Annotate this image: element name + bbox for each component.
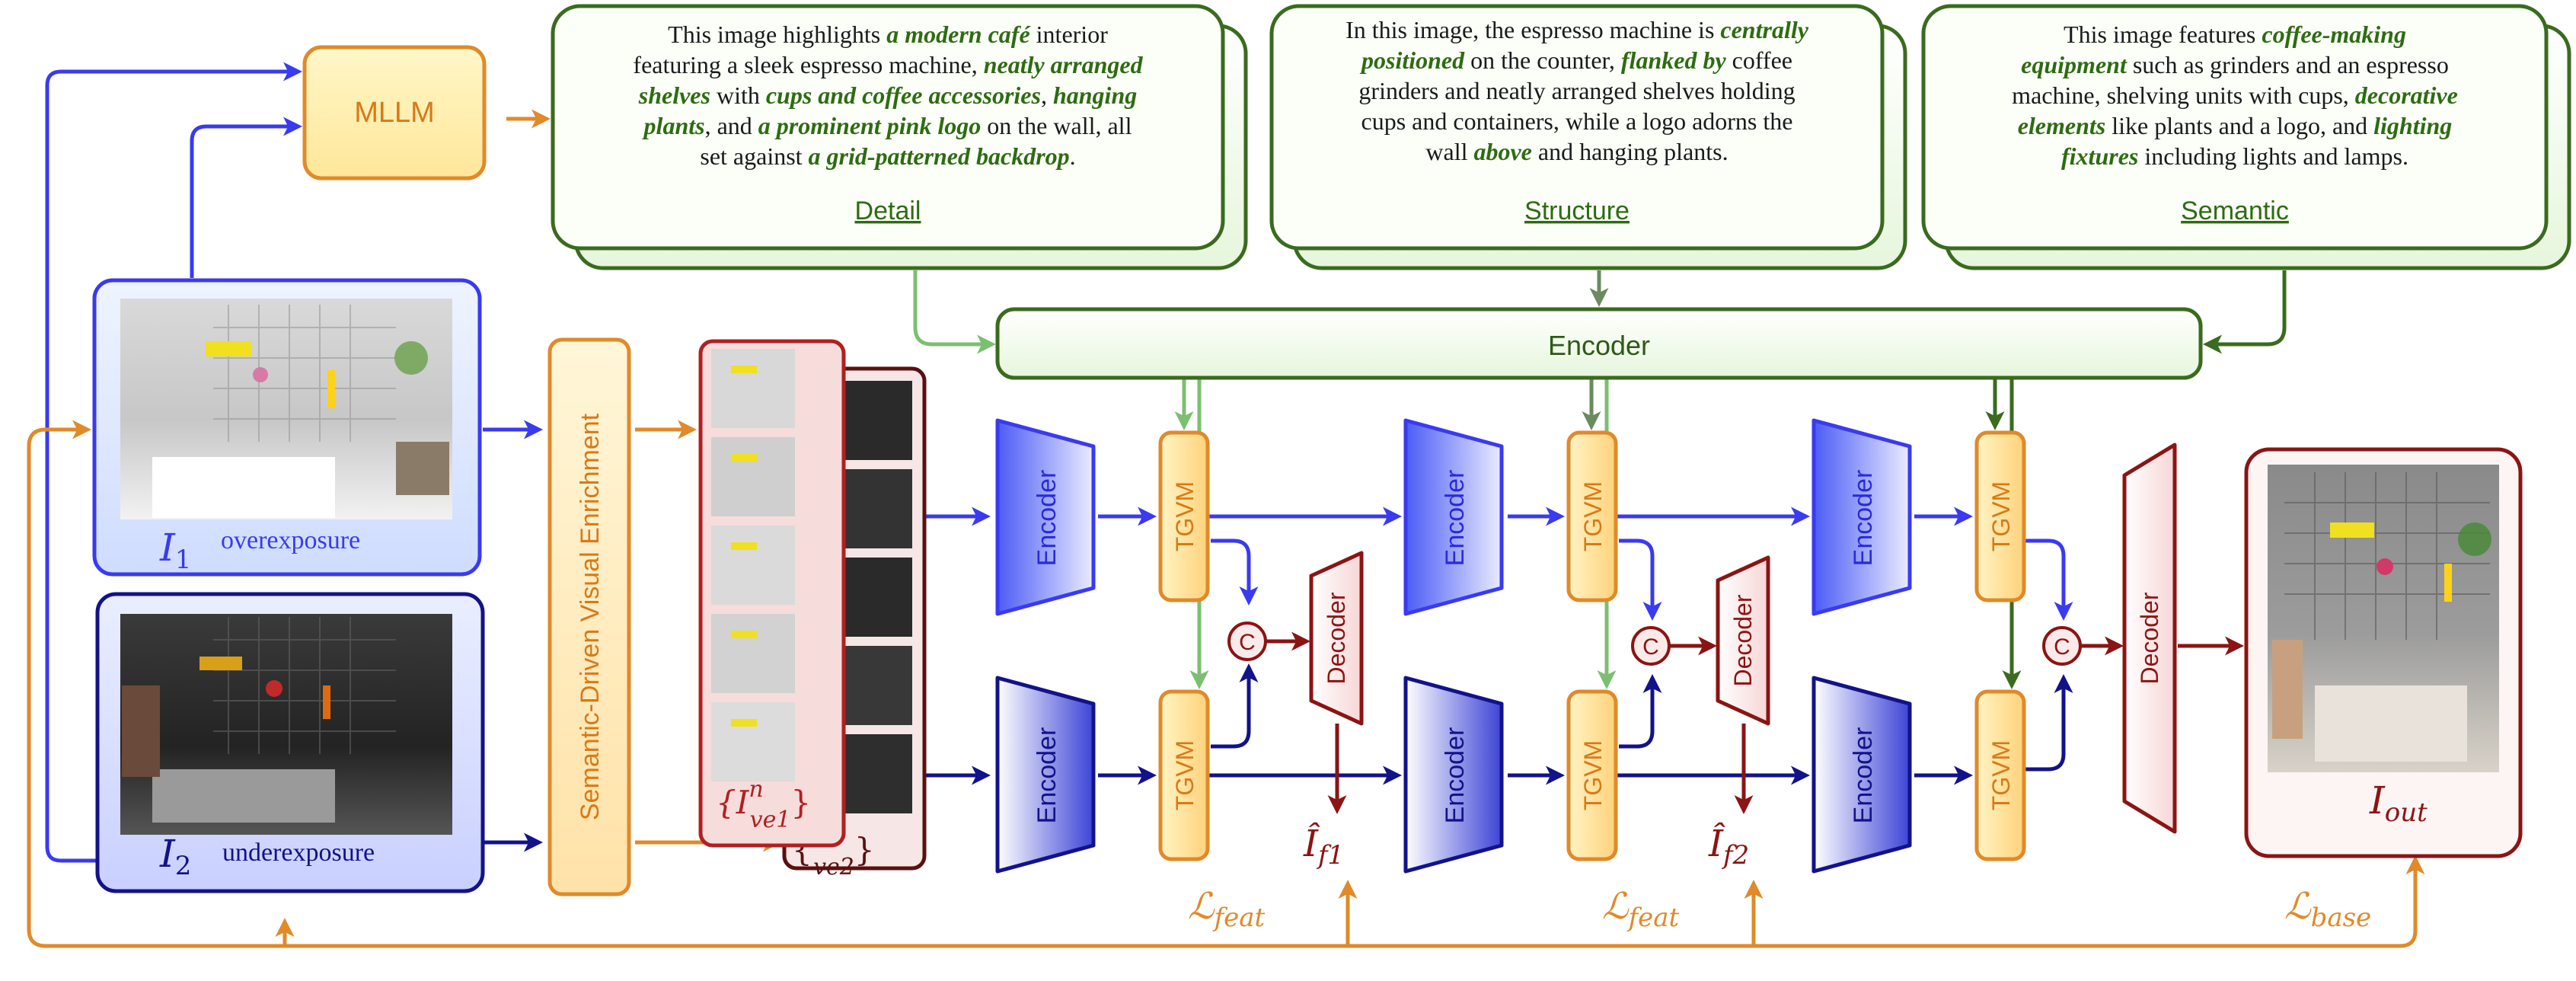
arrow-tgvm6-to-concat3 xyxy=(2025,674,2073,772)
encoder-bottom-3: Encoder xyxy=(1811,676,1912,874)
encoder-bottom-label: Encoder xyxy=(1849,727,1878,824)
input1-symbol: I1 xyxy=(159,526,191,575)
output-f1-label: Îf1 xyxy=(1303,822,1344,871)
tgvm-label: TGVM xyxy=(1579,740,1607,810)
tgvm-top-2: TGVM xyxy=(1566,430,1618,602)
encoder-top-label: Encoder xyxy=(1441,470,1470,567)
image-encoders: EncoderEncoderEncoderEncoderEncoderEncod… xyxy=(995,418,1912,874)
input1-caption: overexposure xyxy=(221,526,360,554)
connectors xyxy=(27,62,2425,948)
mllm-block: MLLM xyxy=(302,45,487,181)
decoder-2: Decoder xyxy=(1716,555,1770,726)
encoder-top-label: Encoder xyxy=(1033,470,1061,567)
tgvm-label: TGVM xyxy=(1171,481,1199,551)
output-image-block: Iout xyxy=(2244,447,2523,858)
encoder-top-label: Encoder xyxy=(1849,470,1878,567)
structure-text: In this image, the espresso machine is c… xyxy=(1345,16,1809,165)
loss-loop-line xyxy=(27,427,2425,948)
decoder-1: Decoder xyxy=(1309,551,1364,726)
tgvm-bottom-1: TGVM xyxy=(1158,689,1210,861)
input2-symbol: I2 xyxy=(159,832,191,881)
concat-1: C xyxy=(1227,622,1267,661)
arrow-tgvm3-to-concat2 xyxy=(1619,538,1662,621)
tgvm-label: TGVM xyxy=(1987,481,2015,551)
arrow-tgvm5-to-concat3 xyxy=(2025,538,2073,621)
decoders: Decoder Decoder Decoder xyxy=(1309,443,2177,834)
tgvm-top-1: TGVM xyxy=(1158,430,1210,602)
detail-text: This image highlights a modern café inte… xyxy=(633,21,1143,170)
concat-label: C xyxy=(2054,634,2070,660)
description-structure: In this image, the espresso machine is c… xyxy=(1269,4,1907,270)
encoder-bottom-label: Encoder xyxy=(1033,727,1061,824)
semantic-heading: Semantic xyxy=(2181,197,2289,225)
tgvm-label: TGVM xyxy=(1987,740,2015,810)
concat-3: C xyxy=(2042,626,2082,666)
input-underexposure-block: I2 underexposure xyxy=(95,592,485,893)
stack1-thumbnails xyxy=(711,349,795,781)
tgvm-modules: TGVM TGVM TGVM TGVM TGVM TGVM xyxy=(1158,430,2026,861)
mllm-label: MLLM xyxy=(354,97,435,129)
tgvm-bottom-3: TGVM xyxy=(1974,689,2026,861)
restored-photo xyxy=(2268,465,2499,772)
arrow-i1-to-mllm xyxy=(190,117,302,278)
encoder-top-1: Encoder xyxy=(995,418,1096,616)
encoder-bottom-1: Encoder xyxy=(995,676,1096,874)
underexposed-photo xyxy=(120,614,452,835)
concat-label: C xyxy=(1239,630,1256,655)
decoder-label: Decoder xyxy=(1729,594,1757,686)
output-f2-label: Îf2 xyxy=(1708,822,1749,871)
overexposed-photo xyxy=(120,299,452,519)
arrow-tgvm4-to-concat2 xyxy=(1619,674,1662,749)
text-encoder-label: Encoder xyxy=(1548,330,1650,361)
input2-caption: underexposure xyxy=(222,839,375,867)
tgvm-top-3: TGVM xyxy=(1974,430,2026,602)
text-encoder-block: Encoder xyxy=(995,307,2203,380)
arrow-tgvm1-to-concat1 xyxy=(1211,538,1259,606)
enrichment-label: Semantic-Driven Visual Enrichment xyxy=(576,413,605,820)
input-overexposure-block: I1 overexposure xyxy=(92,278,482,577)
encoder-bottom-label: Encoder xyxy=(1441,727,1470,824)
decoder-3: Decoder xyxy=(2122,443,2177,834)
tgvm-label: TGVM xyxy=(1171,740,1199,810)
tgvm-label: TGVM xyxy=(1579,481,1607,551)
arrow-tgvm2-to-concat1 xyxy=(1211,663,1259,749)
concat-2: C xyxy=(1631,626,1671,666)
encoder-top-3: Encoder xyxy=(1811,418,1912,616)
encoder-bottom-2: Encoder xyxy=(1403,676,1504,874)
output-label: Iout xyxy=(2369,778,2428,828)
concat-label: C xyxy=(1642,634,1659,660)
encoder-top-2: Encoder xyxy=(1403,418,1504,616)
arrow-i2-to-mllm xyxy=(45,62,302,863)
structure-heading: Structure xyxy=(1524,197,1630,225)
arrow-detail-to-encoder xyxy=(913,270,996,354)
decoder-label: Decoder xyxy=(1323,592,1350,684)
decoder-label: Decoder xyxy=(2136,592,2163,684)
loss-feat-2: ℒfeat xyxy=(1602,885,1680,933)
tgvm-bottom-2: TGVM xyxy=(1566,689,1618,861)
loss-feat-1: ℒfeat xyxy=(1188,885,1266,933)
detail-heading: Detail xyxy=(855,197,921,225)
arrow-semantic-to-encoder xyxy=(2203,270,2287,354)
description-detail: This image highlights a modern café inte… xyxy=(551,4,1248,270)
loss-base: ℒbase xyxy=(2284,885,2371,933)
enrichment-block: Semantic-Driven Visual Enrichment xyxy=(547,337,631,896)
